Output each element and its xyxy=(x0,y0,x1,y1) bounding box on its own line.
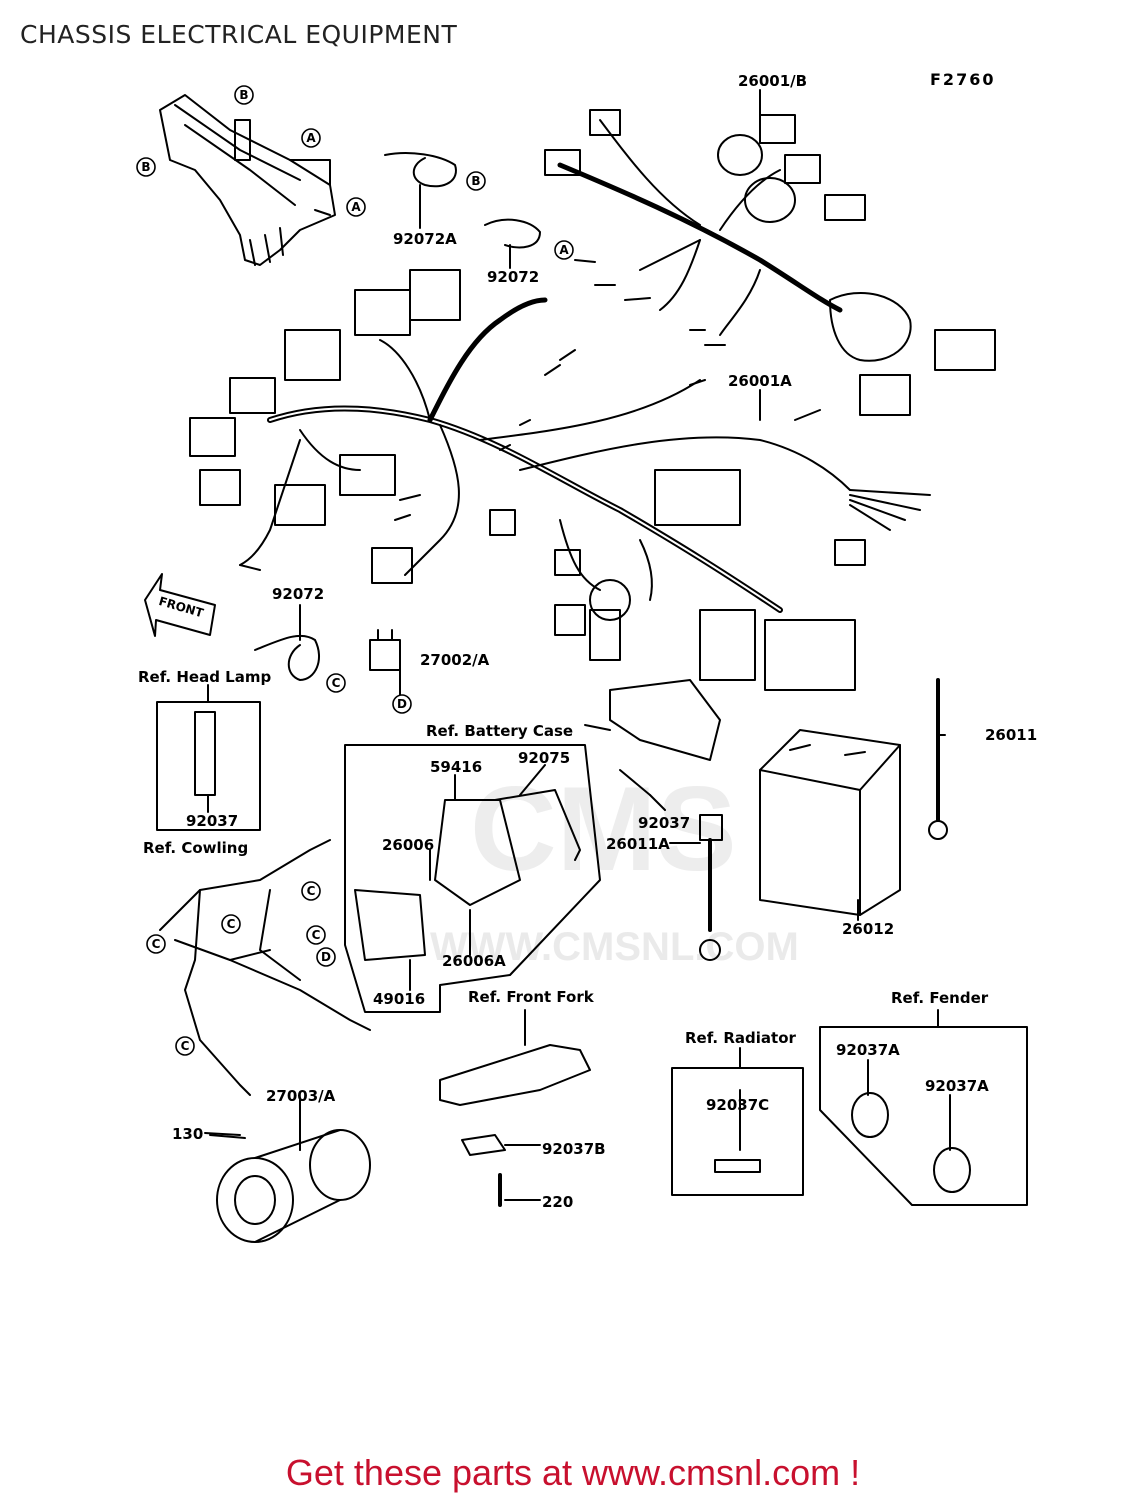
part-label-26011A: 26011A xyxy=(606,835,670,853)
badge-a-clamp xyxy=(554,240,574,260)
part-label-220: 220 xyxy=(542,1193,574,1211)
part-label-26012: 26012 xyxy=(842,920,895,938)
part-label-92037B: 92037B xyxy=(542,1140,606,1158)
badge-letter: C xyxy=(181,1039,190,1053)
badge-c-4 xyxy=(146,934,166,954)
badge-letter: C xyxy=(307,884,316,898)
part-label-92037-case: 92037 xyxy=(638,814,691,832)
ref-cowling: Ref. Cowling xyxy=(143,839,249,857)
part-label-92037A-1: 92037A xyxy=(836,1041,900,1059)
badge-letter: A xyxy=(306,131,316,145)
badge-c-1 xyxy=(301,881,321,901)
ref-battery-case: Ref. Battery Case xyxy=(426,722,574,740)
front-fork-bracket xyxy=(439,1044,591,1106)
fuse-group-outline xyxy=(344,744,601,1013)
clamp-drawings xyxy=(254,152,541,681)
badge-a-right xyxy=(346,197,366,217)
front-arrow xyxy=(144,573,216,637)
part-label-49016: 49016 xyxy=(373,990,426,1008)
sub-harness-drawing xyxy=(544,109,996,416)
battery-drawing xyxy=(759,729,901,916)
ref-fender: Ref. Fender xyxy=(891,989,989,1007)
ref-radiator: Ref. Radiator xyxy=(685,1029,796,1047)
badge-letter: B xyxy=(239,88,248,102)
badge-letter: B xyxy=(141,160,150,174)
part-label-26006A: 26006A xyxy=(442,952,506,970)
watermark-url: WWW.CMSNL.COM xyxy=(430,925,799,969)
badge-c-3 xyxy=(306,925,326,945)
badge-letter: D xyxy=(397,697,407,711)
part-label-92037A-2: 92037A xyxy=(925,1077,989,1095)
part-label-92075: 92075 xyxy=(518,749,571,767)
badge-c-5 xyxy=(175,1036,195,1056)
badge-letter: A xyxy=(559,243,569,257)
badge-d-cowling xyxy=(316,947,336,967)
badge-d-relay xyxy=(392,694,412,714)
badge-letter: C xyxy=(332,676,341,690)
part-label-27002A: 27002/A xyxy=(420,651,490,669)
front-arrow-label: FRONT xyxy=(157,594,206,620)
badge-a-top xyxy=(301,128,321,148)
part-label-92072A: 92072A xyxy=(393,230,457,248)
part-label-26001A: 26001A xyxy=(728,372,792,390)
part-label-92037C: 92037C xyxy=(706,1096,770,1114)
badge-b-clamp xyxy=(466,171,486,191)
footer-link[interactable]: Get these parts at www.cmsnl.com ! xyxy=(285,1452,861,1493)
badge-letter: B xyxy=(471,174,480,188)
part-label-27003A: 27003/A xyxy=(266,1087,336,1105)
part-label-59416: 59416 xyxy=(430,758,483,776)
badge-letter: C xyxy=(227,917,236,931)
page-title: CHASSIS ELECTRICAL EQUIPMENT xyxy=(20,20,458,49)
part-label-92037: 92037 xyxy=(186,812,239,830)
main-harness-drawing xyxy=(189,269,931,691)
badge-letter: C xyxy=(152,937,161,951)
horn-drawing xyxy=(209,1099,371,1243)
watermark-logo: CMS xyxy=(470,762,737,896)
ref-head-lamp: Ref. Head Lamp xyxy=(138,668,272,686)
badge-b-top xyxy=(234,85,254,105)
badge-letter: A xyxy=(351,200,361,214)
part-label-92072: 92072 xyxy=(487,268,540,286)
cowling-stay-drawing xyxy=(159,839,371,1096)
part-label-26006: 26006 xyxy=(382,836,435,854)
part-label-92072-2: 92072 xyxy=(272,585,325,603)
badge-c-2 xyxy=(221,914,241,934)
frame-drawing xyxy=(159,94,336,266)
part-label-130: 130 xyxy=(172,1125,204,1143)
badge-c-clamp xyxy=(326,673,346,693)
badge-b-left xyxy=(136,157,156,177)
ref-front-fork: Ref. Front Fork xyxy=(468,988,594,1006)
part-label-26001B: 26001/B xyxy=(738,72,808,90)
badge-letter: C xyxy=(312,928,321,942)
part-label-26011: 26011 xyxy=(985,726,1038,744)
figure-code: F2760 xyxy=(930,70,996,89)
badge-letter: D xyxy=(321,950,331,964)
